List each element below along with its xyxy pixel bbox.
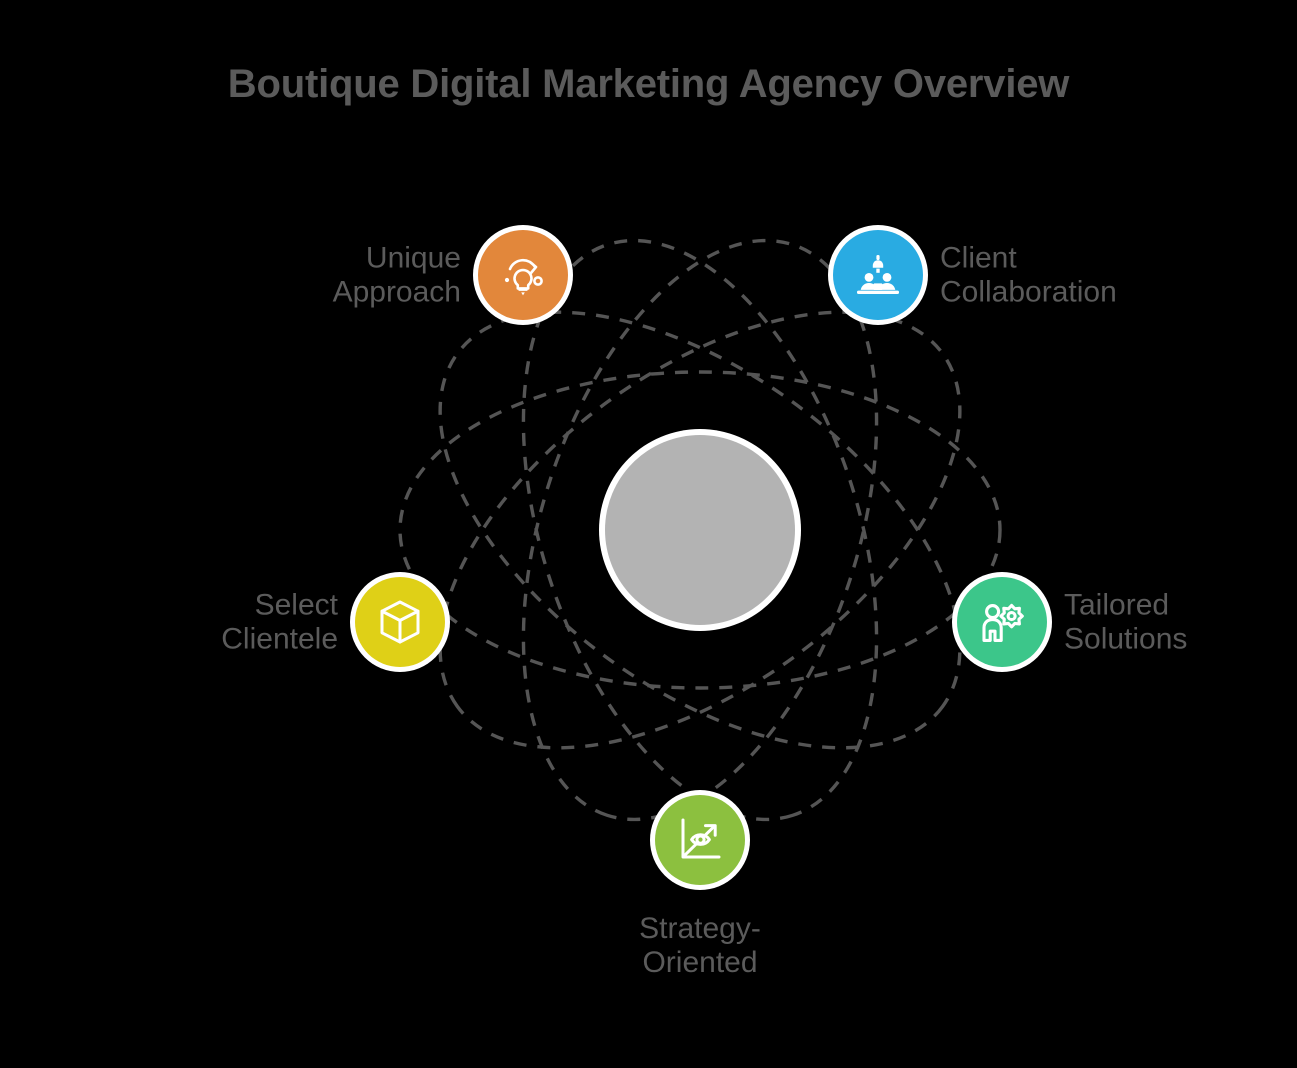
orbit-path: [398, 370, 1002, 690]
orbit-path: [438, 310, 962, 750]
node-bubble[interactable]: [833, 230, 923, 320]
node-bubble[interactable]: [957, 577, 1047, 667]
team-meeting-icon: [852, 249, 904, 301]
cube-box-icon: [374, 596, 426, 648]
node-label: Unique Approach: [332, 241, 461, 308]
node-bubble[interactable]: [355, 577, 445, 667]
node-bubble[interactable]: [655, 795, 745, 885]
chart-eye-arrow-icon: [674, 814, 726, 866]
orbit-path: [438, 310, 962, 750]
person-gear-icon: [976, 596, 1028, 648]
lightbulb-arrow-icon: [497, 249, 549, 301]
orbit-path: [521, 238, 879, 822]
node-label: Select Clientele: [221, 588, 338, 655]
page-title: Boutique Digital Marketing Agency Overvi…: [227, 62, 1070, 106]
orbit-path: [521, 238, 879, 822]
center-hub: [605, 435, 795, 625]
node-label: Strategy- Oriented: [639, 912, 761, 979]
node-bubble[interactable]: [478, 230, 568, 320]
node-label: Client Collaboration: [940, 241, 1117, 308]
node-label: Tailored Solutions: [1064, 588, 1188, 655]
